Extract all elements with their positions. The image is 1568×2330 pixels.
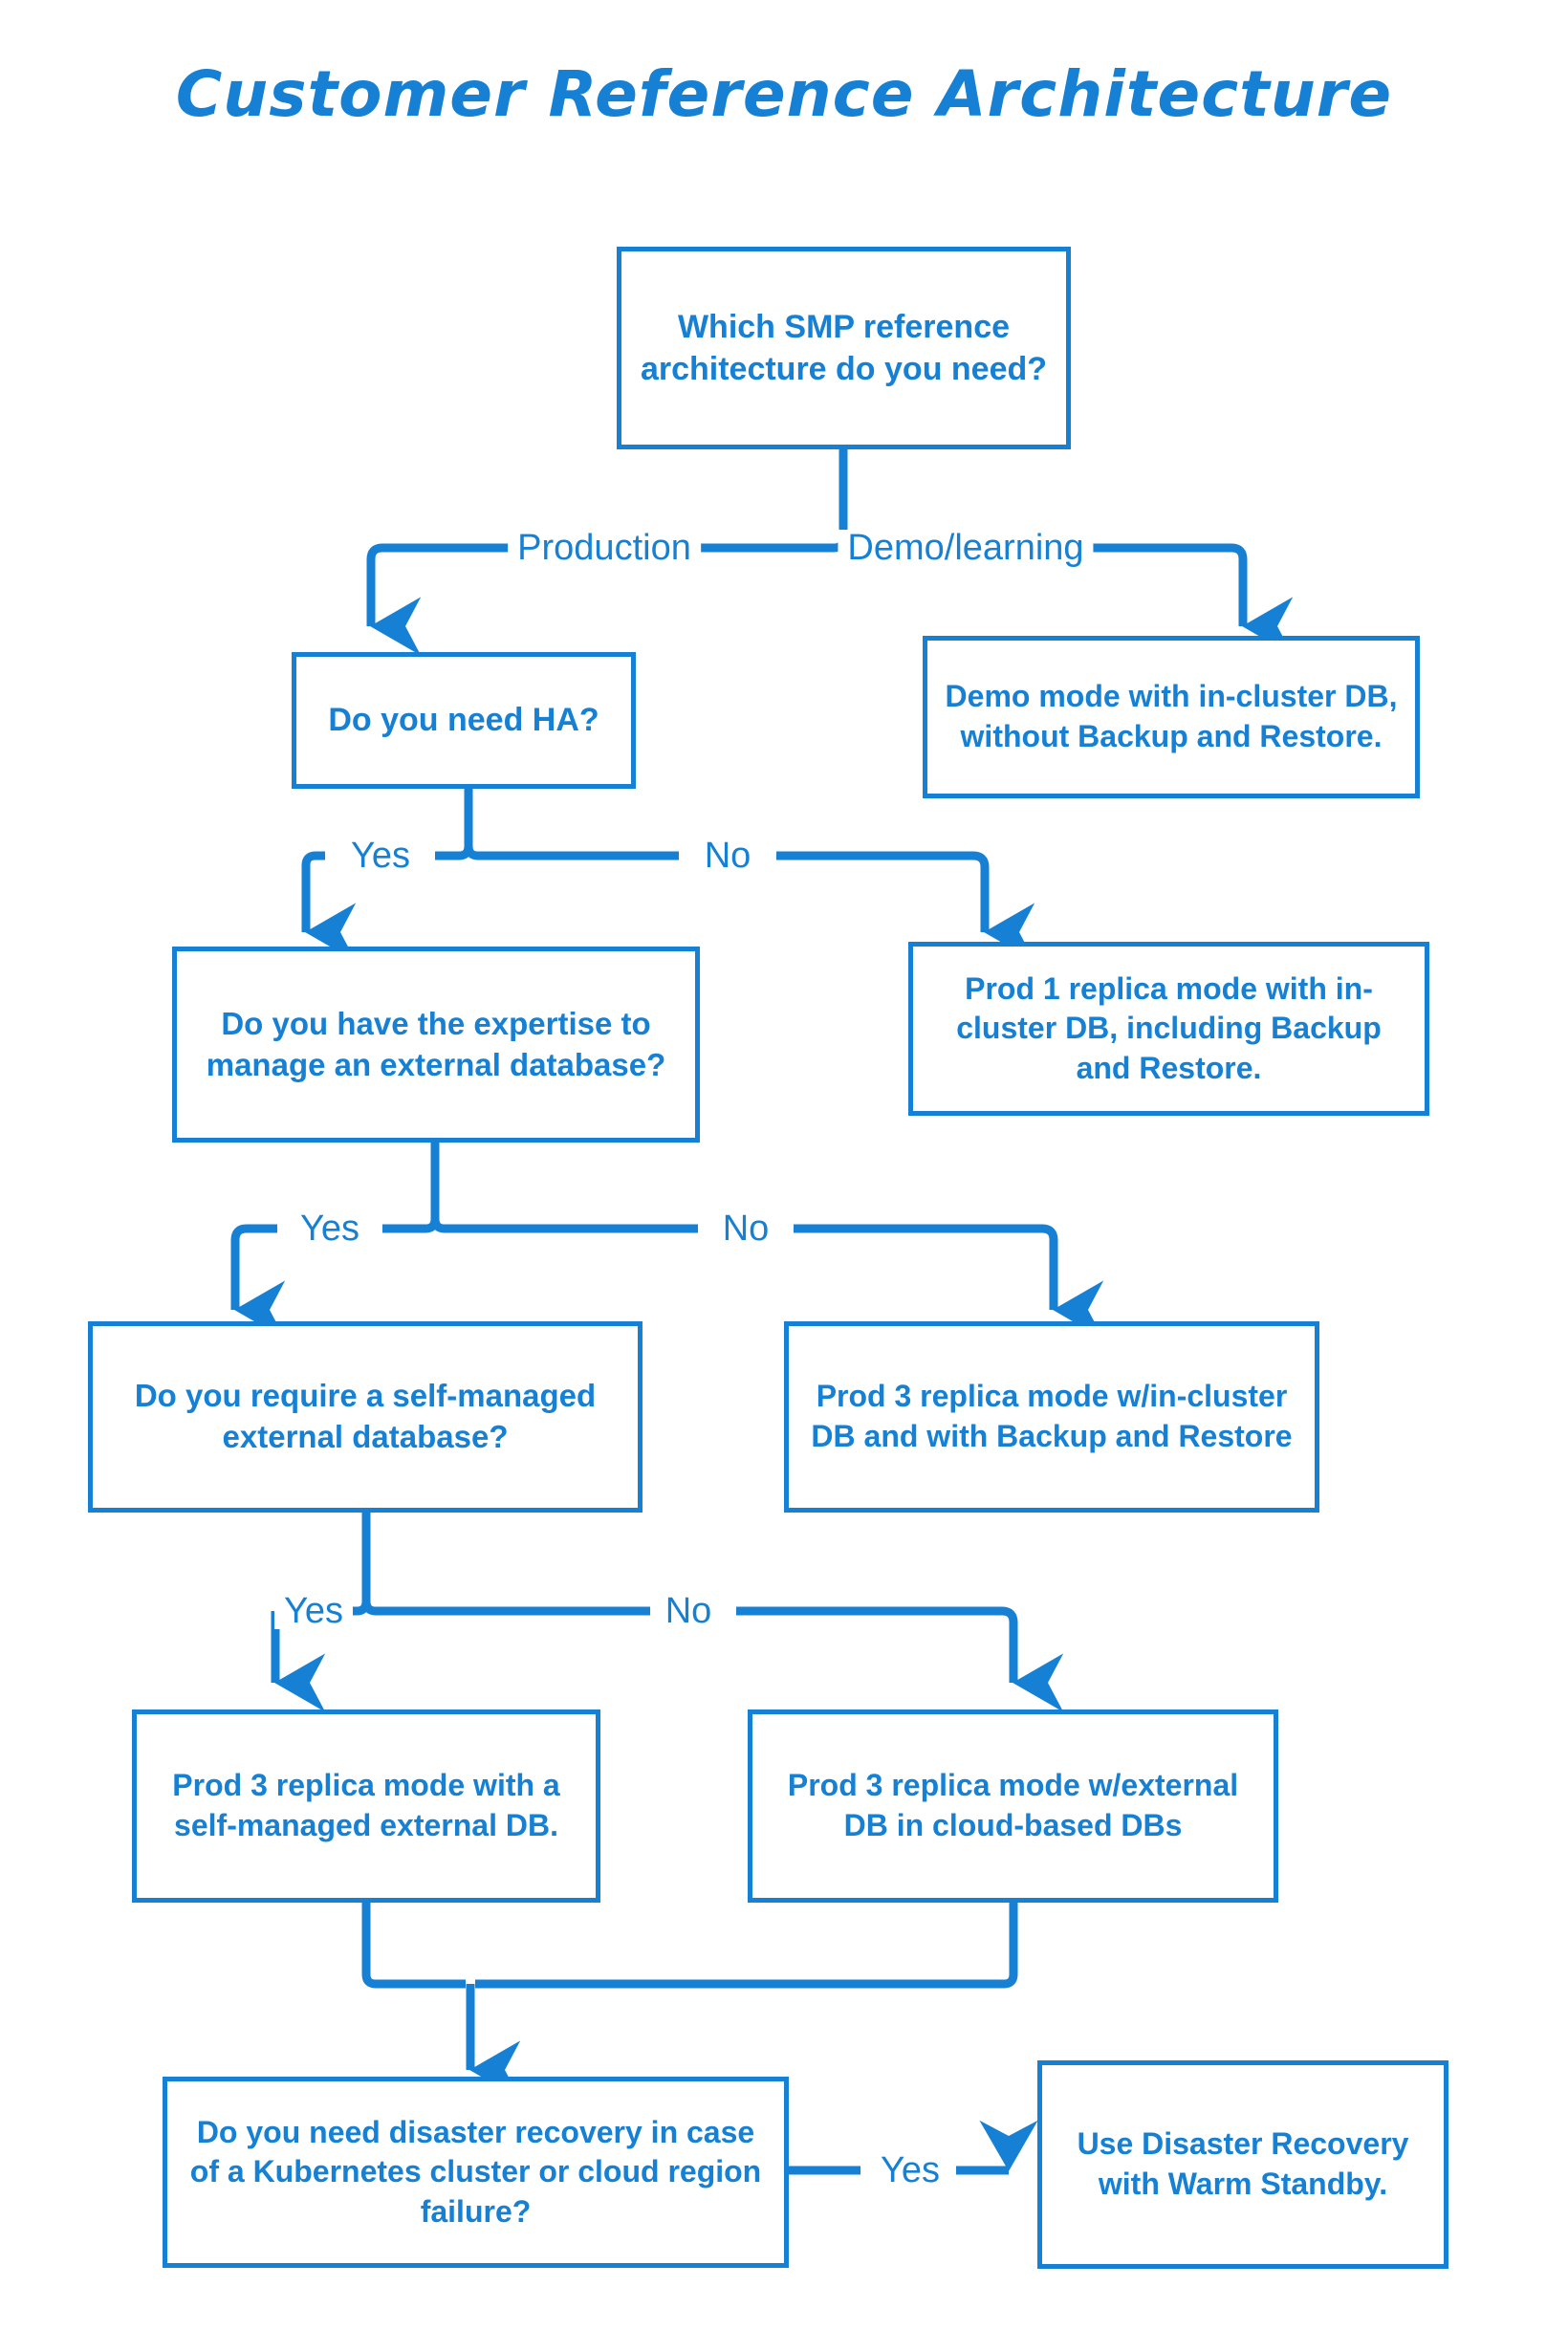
node-prod3-selfmanaged-outcome-label: Prod 3 replica mode with a self-managed … <box>172 1768 560 1842</box>
node-ha-question-label: Do you need HA? <box>328 702 599 739</box>
edge-prod3self-merge <box>361 1903 466 1989</box>
node-warm-standby-outcome[interactable]: Use Disaster Recovery with Warm Standby. <box>1037 2060 1448 2269</box>
node-prod3-incluster-outcome-label: Prod 3 replica mode w/in-cluster DB and … <box>811 1379 1293 1453</box>
node-dr-question-label: Do you need disaster recovery in case of… <box>189 2114 762 2229</box>
node-expertise-question-label: Do you have the expertise to manage an e… <box>206 1005 666 1082</box>
edge-label-ha-yes: Yes <box>341 838 420 874</box>
page-title: Customer Reference Architecture <box>175 57 1393 131</box>
node-ha-question[interactable]: Do you need HA? <box>292 652 636 789</box>
node-warm-standby-outcome-label: Use Disaster Recovery with Warm Standby. <box>1077 2126 1409 2201</box>
edge-label-expertise-no: No <box>712 1210 779 1247</box>
node-selfmanaged-question[interactable]: Do you require a self-managed external d… <box>88 1321 642 1513</box>
node-expertise-question[interactable]: Do you have the expertise to manage an e… <box>172 947 700 1143</box>
edge-label-ha-no: No <box>694 838 761 874</box>
node-root[interactable]: Which SMP reference architecture do you … <box>617 247 1071 449</box>
edge-ha-split-right <box>464 845 679 860</box>
edge-expertise-split-right <box>430 1218 698 1233</box>
edge-demo-learning <box>1047 543 1294 656</box>
edge-ha-split <box>435 789 473 860</box>
edge-label-self-yes: Yes <box>274 1593 353 1629</box>
edge-label-production: Production <box>508 530 701 566</box>
edge-production <box>366 543 540 656</box>
edge-self-split-right <box>361 1601 650 1616</box>
edge-expertise-no <box>794 1224 1104 1339</box>
edge-label-dr-yes: Yes <box>871 2152 949 2188</box>
edge-self-no <box>736 1606 1064 1712</box>
edge-label-expertise-yes: Yes <box>291 1210 369 1247</box>
edge-ha-yes <box>301 851 357 962</box>
node-dr-question[interactable]: Do you need disaster recovery in case of… <box>163 2077 789 2268</box>
edge-ha-no <box>776 851 1035 962</box>
node-prod3-cloud-outcome-label: Prod 3 replica mode w/external DB in clo… <box>787 1768 1239 1842</box>
node-selfmanaged-question-label: Do you require a self-managed external d… <box>134 1378 597 1454</box>
edge-prod3cloud-merge <box>475 1903 1018 1989</box>
node-prod3-incluster-outcome[interactable]: Prod 3 replica mode w/in-cluster DB and … <box>784 1321 1319 1513</box>
edge-expertise-yes <box>230 1224 286 1339</box>
node-prod1-outcome-label: Prod 1 replica mode with in-cluster DB, … <box>956 970 1382 1085</box>
node-demo-outcome-label: Demo mode with in-cluster DB, without Ba… <box>945 679 1398 753</box>
node-prod1-outcome[interactable]: Prod 1 replica mode with in-cluster DB, … <box>908 942 1429 1116</box>
node-root-label: Which SMP reference architecture do you … <box>640 308 1048 387</box>
node-prod3-cloud-outcome[interactable]: Prod 3 replica mode w/external DB in clo… <box>748 1709 1278 1903</box>
edge-label-self-no: No <box>655 1593 722 1629</box>
node-demo-outcome[interactable]: Demo mode with in-cluster DB, without Ba… <box>923 636 1420 798</box>
node-prod3-selfmanaged-outcome[interactable]: Prod 3 replica mode with a self-managed … <box>132 1709 600 1903</box>
edge-label-demo-learning: Demo/learning <box>838 530 1094 566</box>
edge-expertise-split <box>382 1143 440 1233</box>
